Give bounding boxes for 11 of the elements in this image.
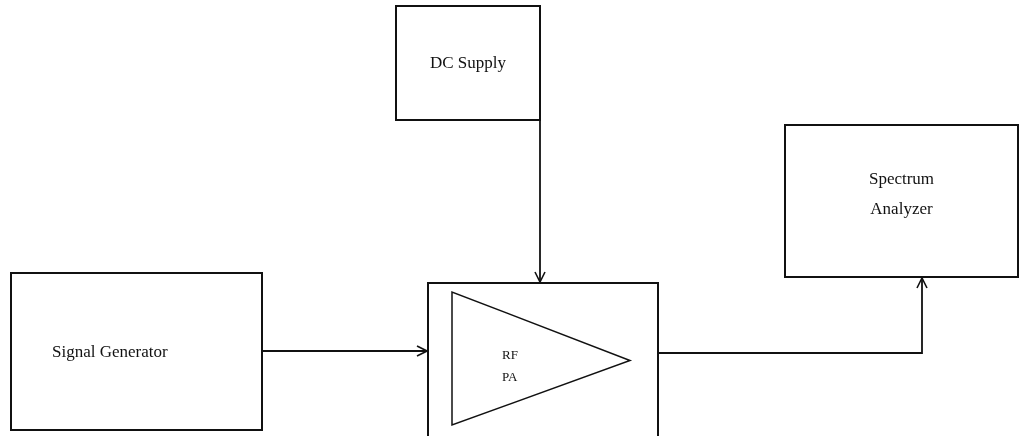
- process-box: [10, 272, 263, 431]
- process-box: [395, 5, 541, 121]
- arrow: [658, 277, 928, 354]
- amplifier-box: [427, 282, 659, 436]
- process-box: [784, 124, 1019, 278]
- box-label: Spectrum Analyzer: [867, 168, 936, 220]
- amplifier-label: RF PA: [502, 346, 519, 387]
- box-label: Signal Generator: [52, 340, 168, 363]
- arrow: [534, 120, 546, 283]
- box-label: DC Supply: [429, 52, 506, 75]
- arrow: [262, 345, 428, 357]
